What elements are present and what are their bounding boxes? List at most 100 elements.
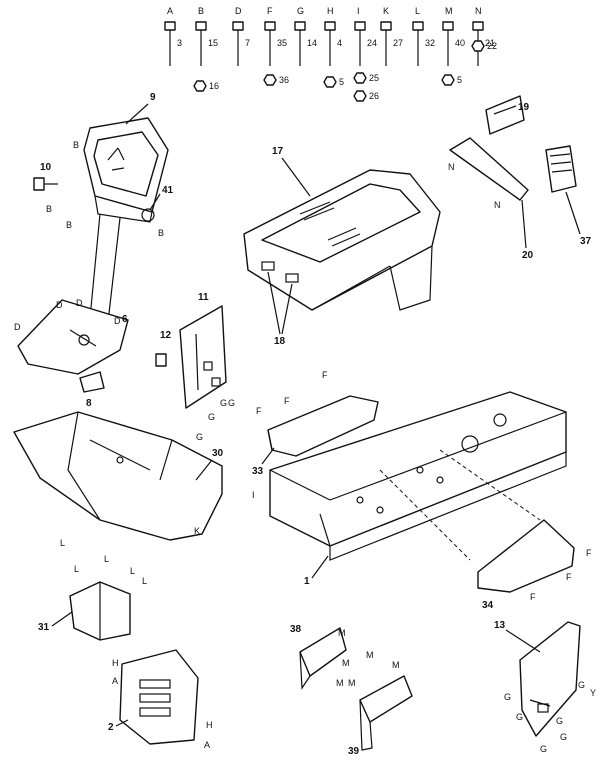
part-31-bracket: 31 L L L L L — [38, 538, 147, 641]
fastener-n: N 21 — [472, 6, 495, 66]
label-f: F — [566, 572, 572, 582]
fastener-letter: L — [415, 6, 420, 16]
part-19-20-37: 19 20 37 N N — [448, 95, 592, 261]
fastener-letter: N — [475, 6, 482, 16]
label-f: F — [586, 548, 592, 558]
label-m: M — [366, 650, 374, 660]
callout-38: 38 — [290, 624, 302, 635]
label-g: G — [208, 412, 215, 422]
label-g: G — [504, 692, 511, 702]
callout-37: 37 — [580, 236, 592, 247]
nut-i: 25 — [353, 72, 379, 84]
fastener-l: L32 — [412, 6, 435, 66]
fastener-k: K27 — [380, 6, 403, 66]
label-l: L — [142, 576, 147, 586]
nut-i2: 26 — [353, 90, 379, 102]
nut-number: 16 — [209, 81, 219, 91]
nut-b: 16 — [193, 80, 219, 92]
callout-34: 34 — [482, 600, 494, 611]
part-11-bracket: 11 12 G G G G — [155, 292, 235, 442]
nut-number: 22 — [487, 41, 497, 51]
fastener-m: M 40 — [442, 6, 465, 66]
bolt-head — [195, 21, 207, 31]
nut-number: 25 — [369, 73, 379, 83]
label-b: B — [66, 220, 72, 230]
part-9-dash-console: 9 41 B B B B — [46, 92, 174, 323]
fastener-number: 40 — [455, 38, 465, 48]
part-1-frame: 1 — [269, 391, 567, 587]
bolt-head — [324, 21, 336, 31]
label-d: D — [14, 322, 21, 332]
label-f: F — [322, 370, 328, 380]
callout-39: 39 — [348, 746, 360, 757]
bolt-head — [294, 21, 306, 31]
callout-10: 10 — [40, 162, 52, 173]
fastener-letter: A — [167, 6, 173, 16]
nut-h: 5 — [323, 76, 344, 88]
label-b: B — [158, 228, 164, 238]
fastener-letter: I — [357, 6, 360, 16]
callout-31: 31 — [38, 622, 50, 633]
callout-20: 20 — [522, 250, 534, 261]
part-13-side-panel: 13 G G G G G G Y — [494, 620, 596, 754]
nut-n: 22 — [471, 40, 497, 52]
label-b: B — [73, 140, 79, 150]
label-m: M — [392, 660, 400, 670]
bolt-head — [380, 21, 392, 31]
fastener-a: A3 — [164, 6, 182, 66]
label-g: G — [560, 732, 567, 742]
part-2-vent-plate: 2 H A H A — [108, 649, 213, 750]
label-a: A — [204, 740, 210, 750]
fastener-number: 14 — [307, 38, 317, 48]
callout-18: 18 — [274, 336, 286, 347]
callout-1: 1 — [304, 576, 310, 587]
label-b: B — [46, 204, 52, 214]
label-g: G — [540, 744, 547, 754]
bolt-head — [472, 21, 484, 31]
label-g: G — [220, 398, 227, 408]
callout-11: 11 — [198, 292, 209, 303]
callout-9: 9 — [150, 92, 156, 103]
label-d: D — [56, 300, 63, 310]
nut-number: 5 — [339, 77, 344, 87]
label-d: D — [114, 316, 121, 326]
fastener-number: 3 — [177, 38, 182, 48]
part-6-floor-plate: 6 D D D D 8 — [14, 298, 129, 409]
label-i: I — [252, 490, 255, 500]
nut-m: 5 — [441, 74, 462, 86]
fastener-letter: G — [297, 6, 304, 16]
label-h: H — [112, 658, 119, 668]
fastener-g: G 14 — [294, 6, 317, 66]
part-10: 10 — [33, 162, 58, 191]
fastener-i: I24 — [354, 6, 377, 66]
nut-number: 5 — [457, 75, 462, 85]
label-n: N — [448, 162, 455, 172]
callout-13: 13 — [494, 620, 506, 631]
label-m: M — [348, 678, 356, 688]
label-l: L — [104, 554, 109, 564]
fastener-letter: M — [445, 6, 453, 16]
fastener-letter: K — [383, 6, 389, 16]
part-38-39-brackets: 38 39 M M M M M M — [290, 624, 413, 757]
label-f: F — [256, 406, 262, 416]
fastener-number: 4 — [337, 38, 342, 48]
bolt-head — [264, 21, 276, 31]
label-m: M — [336, 678, 344, 688]
callout-17: 17 — [272, 146, 284, 157]
label-m: M — [342, 658, 350, 668]
fastener-letter: H — [327, 6, 334, 16]
label-f: F — [530, 592, 536, 602]
fastener-f: F35 — [264, 6, 287, 66]
callout-8: 8 — [86, 398, 92, 409]
label-y: Y — [590, 688, 596, 698]
fastener-number: 21 — [485, 38, 495, 48]
nut-number: 26 — [369, 91, 379, 101]
label-k: K — [194, 526, 200, 536]
label-a: A — [112, 676, 118, 686]
callout-6: 6 — [122, 314, 128, 325]
fastener-number: 15 — [208, 38, 218, 48]
fastener-letter: F — [267, 6, 273, 16]
bolt-head — [412, 21, 424, 31]
